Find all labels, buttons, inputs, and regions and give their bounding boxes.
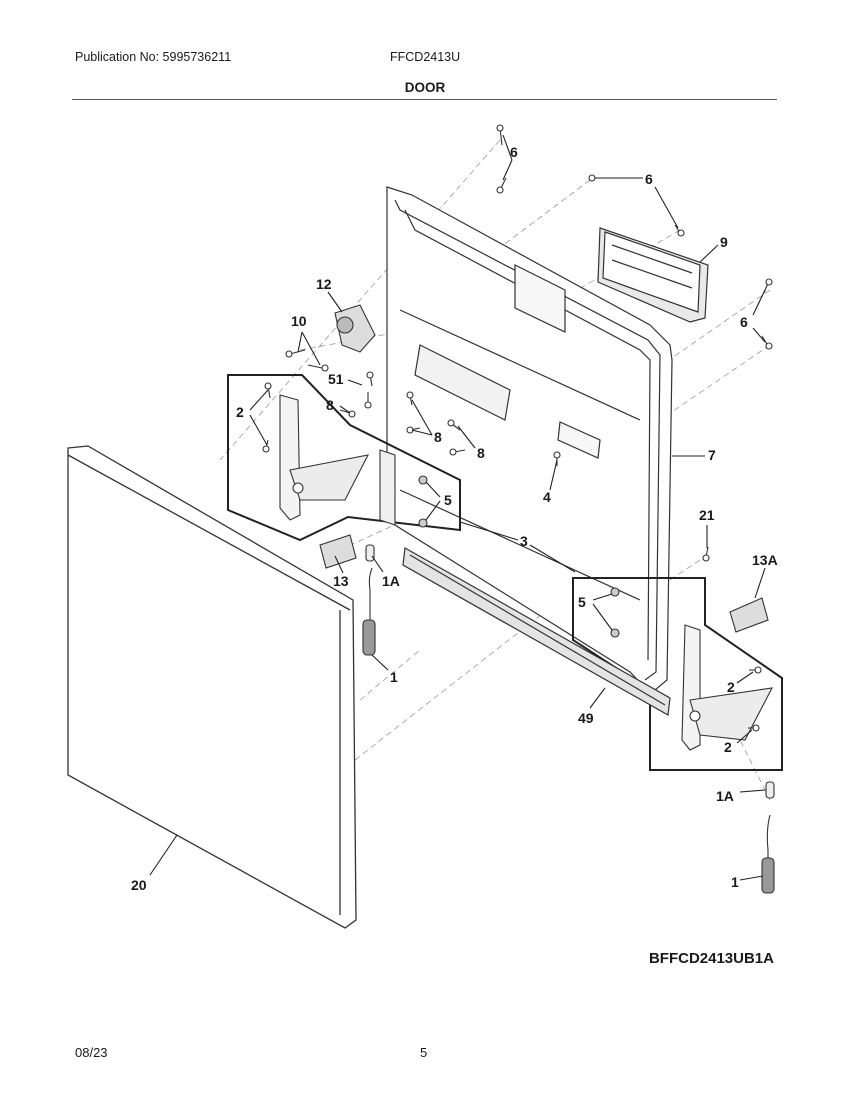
inner-door-panel <box>386 186 673 691</box>
screws <box>262 124 773 732</box>
callout-13A: 13A <box>752 552 778 568</box>
callout-8c: 8 <box>477 445 485 461</box>
callout-labels: 6 6 9 6 12 10 51 8 2 8 8 5 4 7 21 3 13A … <box>131 144 778 893</box>
callout-2a: 2 <box>236 404 244 420</box>
callout-1-left: 1 <box>390 669 398 685</box>
bottom-trim-rail <box>402 547 671 716</box>
door-bumpers <box>319 534 775 799</box>
callout-13: 13 <box>333 573 349 589</box>
hinge-support-brackets <box>379 449 620 638</box>
publication-number: Publication No: 5995736211 <box>75 50 232 64</box>
callout-6c: 6 <box>740 314 748 330</box>
callout-12: 12 <box>316 276 332 292</box>
callout-leader-lines <box>149 134 766 881</box>
callout-4: 4 <box>543 489 551 505</box>
callout-1-right: 1 <box>731 874 739 890</box>
callout-8b: 8 <box>434 429 442 445</box>
callout-1A-left: 1A <box>382 573 400 589</box>
header-rule <box>72 99 777 100</box>
callout-20: 20 <box>131 877 147 893</box>
left-hinge <box>279 394 370 521</box>
right-hinge <box>681 624 773 751</box>
diagram-id: BFFCD2413UB1A <box>648 950 774 967</box>
hinge-springs <box>362 567 775 894</box>
model-number: FFCD2413U <box>390 50 461 64</box>
outer-door-panel <box>67 445 357 929</box>
left-hinge-group-box <box>227 374 461 542</box>
callout-21: 21 <box>699 507 715 523</box>
callout-2b: 2 <box>727 679 735 695</box>
callout-51: 51 <box>328 371 344 387</box>
page-number: 5 <box>420 1045 428 1060</box>
dispenser-assembly <box>597 227 709 323</box>
callout-6a: 6 <box>510 144 518 160</box>
callout-2c: 2 <box>724 739 732 755</box>
section-title: DOOR <box>404 80 446 95</box>
door-latch <box>334 304 376 353</box>
callout-9: 9 <box>720 234 728 250</box>
callout-10: 10 <box>291 313 307 329</box>
callout-5a: 5 <box>444 492 452 508</box>
callout-3: 3 <box>520 533 528 549</box>
callout-6b: 6 <box>645 171 653 187</box>
right-hinge-group-box <box>572 577 783 771</box>
callout-49: 49 <box>578 710 594 726</box>
publication-date: 08/23 <box>75 1045 108 1060</box>
callout-5b: 5 <box>578 594 586 610</box>
callout-7: 7 <box>708 447 716 463</box>
callout-1A-right: 1A <box>716 788 734 804</box>
callout-8a: 8 <box>326 397 334 413</box>
